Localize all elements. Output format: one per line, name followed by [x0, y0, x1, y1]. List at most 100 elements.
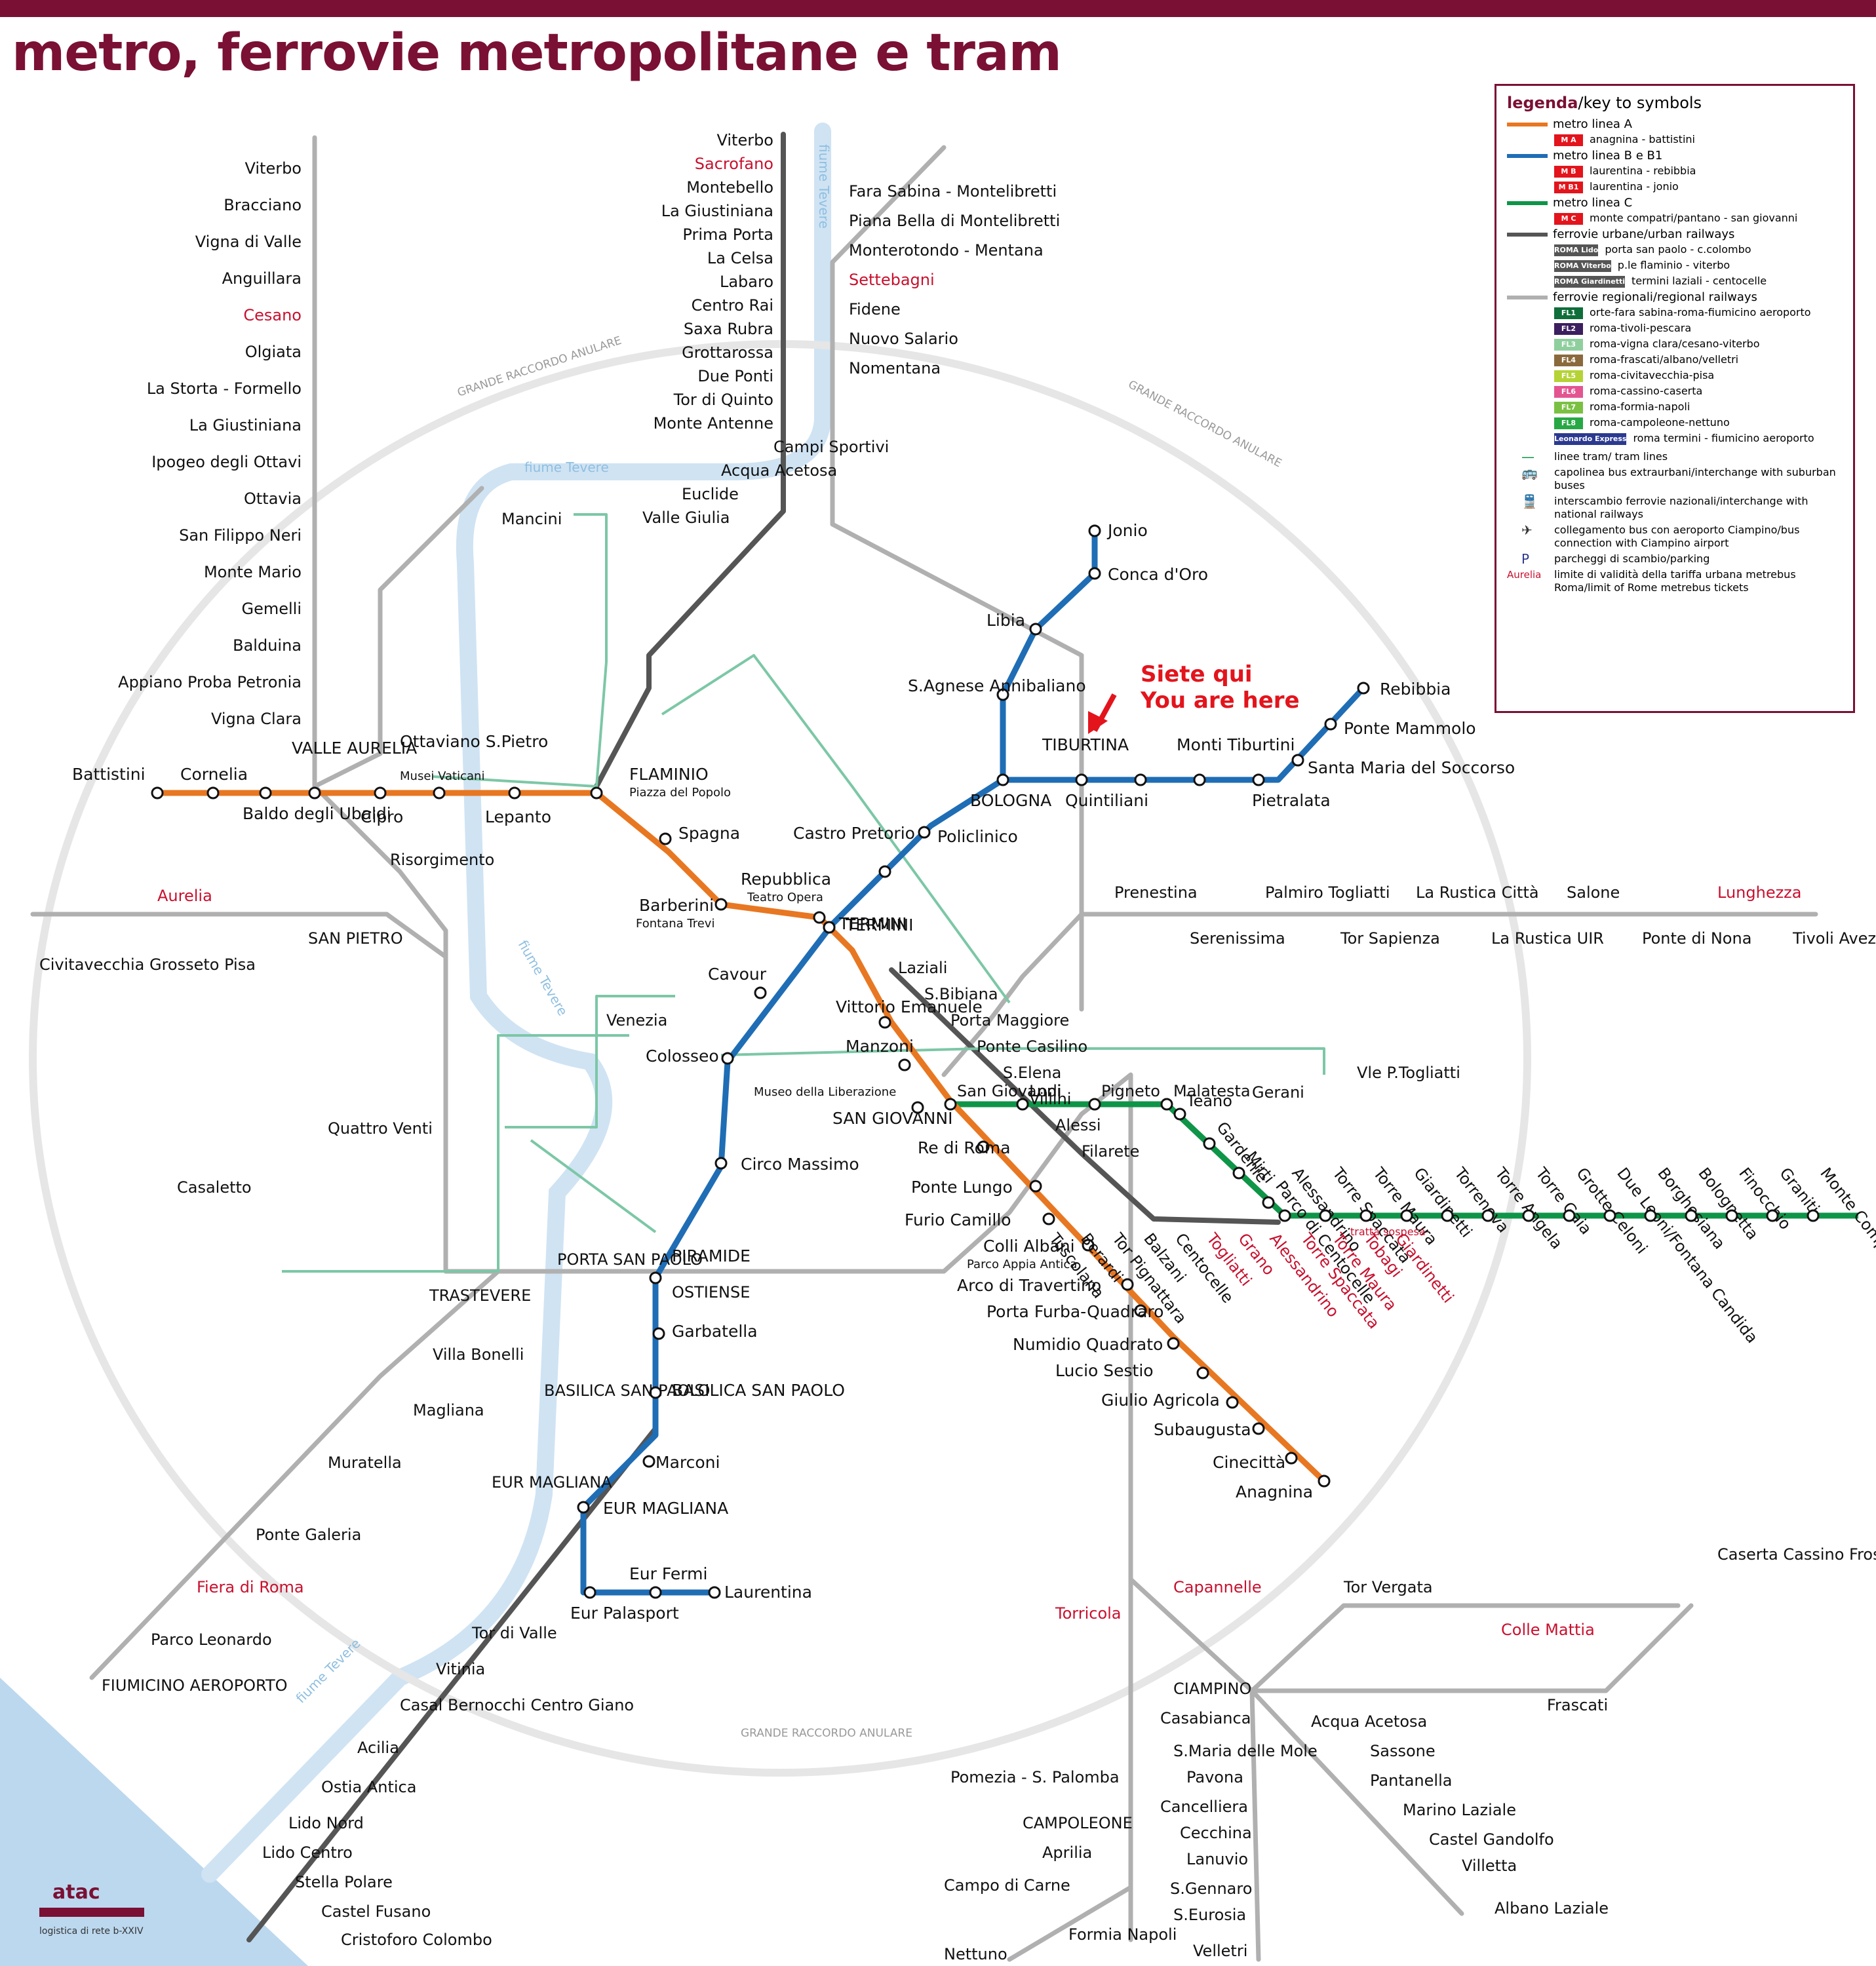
metro-b1-station-dot[interactable] [1029, 623, 1042, 636]
metro-a-station-label[interactable]: Barberini [639, 896, 714, 915]
south-station-label[interactable]: Pomezia - S. Palomba [950, 1768, 1120, 1786]
lido-station-label[interactable]: Casal Bernocchi Centro Giano [400, 1696, 634, 1714]
south-station-label[interactable]: Capannelle [1173, 1578, 1262, 1596]
south-station-label[interactable]: Marino Laziale [1403, 1801, 1516, 1819]
west-station-label[interactable]: TRASTEVERE [429, 1286, 531, 1305]
metro-b-station-dot[interactable] [1324, 718, 1337, 731]
south-station-label[interactable]: CIAMPINO [1173, 1680, 1251, 1698]
metro-a-station-dot[interactable] [1121, 1278, 1134, 1291]
viterbo-station-label[interactable]: Monte Antenne [654, 414, 773, 433]
metro-b-station-dot[interactable] [1134, 773, 1147, 786]
fl3-station-label[interactable]: Anguillara [222, 269, 302, 288]
metro-a-station-label[interactable]: Baldo degli Ubaldi [243, 804, 391, 823]
south-station-label[interactable]: Casabianca [1160, 1709, 1251, 1727]
metro-a-station-dot[interactable] [1029, 1180, 1042, 1193]
metro-a-station-dot[interactable] [433, 786, 446, 800]
metro-a-station-dot[interactable] [977, 1140, 990, 1153]
south-station-label[interactable]: Caserta Cassino Frosinone [1717, 1545, 1876, 1564]
metro-a-station-label[interactable]: Repubblica [741, 870, 831, 889]
metro-b-station-label[interactable]: Laurentina [724, 1583, 812, 1602]
viterbo-station-label[interactable]: Sacrofano [695, 155, 773, 173]
metro-b-station-label[interactable]: Rebibbia [1380, 680, 1451, 699]
metro-a-station-label[interactable]: SAN GIOVANNI [832, 1109, 952, 1128]
viterbo-station-label[interactable]: Montebello [686, 178, 773, 197]
south-station-label[interactable]: Albano Laziale [1495, 1899, 1609, 1918]
lido-station-label[interactable]: Cristoforo Colombo [341, 1931, 492, 1949]
south-station-label[interactable]: Aprilia [1042, 1843, 1092, 1862]
fl2-station-label[interactable]: Tivoli Avezzano Pescara [1792, 929, 1876, 948]
west-station-label[interactable]: Villa Bonelli [433, 1345, 524, 1364]
station-sublabel[interactable]: Museo della Liberazione [754, 1085, 896, 1099]
metro-c-station-dot[interactable] [1766, 1209, 1779, 1222]
fl3-station-label[interactable]: Ottavia [244, 490, 302, 508]
metro-b-station-dot[interactable] [878, 865, 891, 878]
south-station-label[interactable]: Formia Napoli [1068, 1925, 1177, 1944]
metro-b1-station-label[interactable]: Conca d'Oro [1108, 565, 1208, 584]
station-sublabel[interactable]: Teatro Opera [747, 891, 823, 904]
metro-a-station-label[interactable]: FLAMINIO [629, 765, 709, 784]
metro-b-station-dot[interactable] [823, 921, 836, 934]
metro-b-station-dot[interactable] [714, 1157, 728, 1170]
metro-a-station-label[interactable]: VALLE AURELIA [292, 739, 417, 758]
south-station-label[interactable]: Colle Mattia [1501, 1621, 1595, 1639]
metro-b-station-label[interactable]: Policlinico [937, 827, 1018, 846]
metro-b-station-dot[interactable] [1075, 773, 1088, 786]
metro-a-station-dot[interactable] [911, 1101, 924, 1114]
metro-c-station-dot[interactable] [1441, 1209, 1454, 1222]
metro-c-station-dot[interactable] [1173, 1108, 1186, 1121]
metro-a-station-dot[interactable] [1226, 1396, 1239, 1409]
giardinetti-station-label[interactable]: S.Bibiana [924, 985, 998, 1003]
metro-b-station-dot[interactable] [1291, 754, 1304, 767]
metro-a-station-dot[interactable] [374, 786, 387, 800]
lido-station-label[interactable]: PORTA SAN PAOLO [557, 1250, 703, 1269]
metro-a-station-label[interactable]: Porta Furba-Quadraro [987, 1302, 1163, 1321]
metro-a-station-dot[interactable] [590, 786, 603, 800]
metro-b-station-label[interactable]: TIBURTINA [1042, 735, 1129, 754]
lido-station-label[interactable]: Lido Nord [288, 1814, 364, 1832]
metro-a-station-label[interactable]: Cinecittà [1213, 1453, 1285, 1472]
metro-c-station-label[interactable]: Monte Compatri/Pantano [1816, 1164, 1876, 1329]
fl2-station-label[interactable]: Ponte di Nona [1642, 929, 1751, 948]
south-station-label[interactable]: Tor Vergata [1343, 1578, 1433, 1596]
lido-station-label[interactable]: Ostia Antica [321, 1778, 416, 1796]
metro-b-station-label[interactable]: Colosseo [646, 1047, 719, 1066]
west-station-label[interactable]: Ponte Galeria [256, 1526, 361, 1544]
tram-stop-label[interactable]: Gerani [1252, 1083, 1304, 1102]
lido-station-label[interactable]: Stella Polare [295, 1873, 393, 1891]
metro-a-station-dot[interactable] [659, 832, 672, 845]
fl1-station-label[interactable]: Piana Bella di Montelibretti [849, 212, 1060, 230]
fl3-station-label[interactable]: San Filippo Neri [179, 526, 302, 545]
metro-a-station-label[interactable]: Cipro [361, 807, 403, 826]
metro-a-station-label[interactable]: Spagna [678, 824, 740, 843]
south-station-label[interactable]: Campo di Carne [944, 1876, 1070, 1895]
lido-station-label[interactable]: Acilia [357, 1739, 399, 1757]
metro-b-station-dot[interactable] [754, 986, 767, 999]
metro-c-station-label[interactable]: Lodi [1029, 1082, 1062, 1100]
south-station-label[interactable]: Castel Gandolfo [1429, 1830, 1554, 1849]
tram-stop-label[interactable]: Risorgimento [390, 851, 494, 869]
giardinetti-station-label[interactable]: Ponte Casilino [977, 1037, 1087, 1056]
metro-a-station-dot[interactable] [1082, 1239, 1095, 1252]
metro-a-station-label[interactable]: Lepanto [485, 807, 551, 826]
metro-c-station-dot[interactable] [1359, 1209, 1373, 1222]
metro-a-station-label[interactable]: Re di Roma [918, 1138, 1011, 1157]
viterbo-station-label[interactable]: Saxa Rubra [684, 320, 773, 338]
metro-a-station-label[interactable]: Vittorio Emanuele [836, 997, 983, 1016]
metro-c-station-dot[interactable] [1232, 1166, 1245, 1180]
metro-b-station-dot[interactable] [642, 1455, 655, 1468]
south-station-label[interactable]: S.Maria delle Mole [1173, 1742, 1318, 1760]
metro-b-station-dot[interactable] [1357, 682, 1370, 695]
metro-b-station-label[interactable]: EUR MAGLIANA [603, 1499, 728, 1518]
metro-c-station-dot[interactable] [1203, 1137, 1216, 1150]
south-station-label[interactable]: S.Eurosia [1173, 1906, 1246, 1924]
fl2-station-label[interactable]: Lunghezza [1717, 883, 1801, 902]
fl2-station-label[interactable]: Tor Sapienza [1340, 929, 1440, 948]
tram-stop-label[interactable]: Venezia [606, 1011, 667, 1030]
metro-b-station-dot[interactable] [1252, 773, 1265, 786]
fl3-station-label[interactable]: Vigna di Valle [195, 233, 302, 251]
metro-b-station-dot[interactable] [708, 1586, 721, 1599]
metro-b-station-dot[interactable] [583, 1586, 596, 1599]
metro-b-station-dot[interactable] [996, 773, 1009, 786]
metro-a-station-label[interactable]: Giulio Agricola [1101, 1391, 1220, 1410]
